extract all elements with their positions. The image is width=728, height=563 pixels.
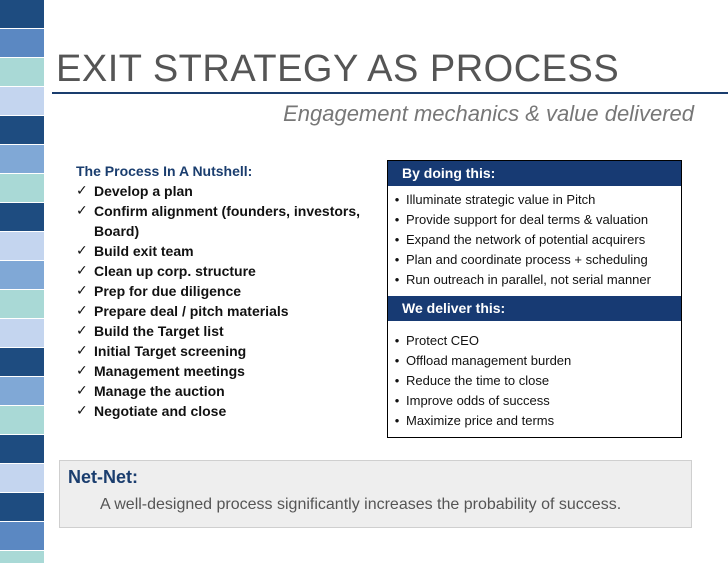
- net-net-box: Net-Net: A well-designed process signifi…: [59, 460, 692, 528]
- decorative-square: [0, 174, 44, 202]
- decorative-square: [0, 203, 44, 231]
- value-box: By doing this: • Illuminate strategic val…: [387, 160, 682, 438]
- doing-item-text: Plan and coordinate process + scheduling: [406, 252, 648, 267]
- decorative-square: [0, 145, 44, 173]
- bullet-dot-icon: •: [394, 333, 400, 348]
- process-step-text: Prepare deal / pitch materials: [94, 303, 289, 319]
- process-step-text: Negotiate and close: [94, 403, 227, 419]
- process-step: ✓ Management meetings: [76, 361, 376, 381]
- process-step-text: Clean up corp. structure: [94, 263, 256, 279]
- process-step-text: Manage the auction: [94, 383, 225, 399]
- check-icon: ✓: [76, 383, 88, 399]
- page-title: EXIT STRATEGY AS PROCESS: [56, 48, 620, 90]
- decorative-square: [0, 232, 44, 260]
- decorative-square-stripe: [0, 0, 44, 563]
- bullet-dot-icon: •: [394, 252, 400, 267]
- deliver-item: • Maximize price and terms: [388, 411, 681, 431]
- bullet-dot-icon: •: [394, 413, 400, 428]
- process-step: ✓ Manage the auction: [76, 381, 376, 401]
- decorative-square: [0, 290, 44, 318]
- process-step: ✓ Prepare deal / pitch materials: [76, 301, 376, 321]
- bullet-dot-icon: •: [394, 192, 400, 207]
- doing-item-text: Run outreach in parallel, not serial man…: [406, 272, 651, 287]
- process-step-text: Build the Target list: [94, 323, 224, 339]
- check-icon: ✓: [76, 403, 88, 419]
- process-step-text: Confirm alignment (founders, investors, …: [94, 203, 361, 239]
- decorative-square: [0, 29, 44, 57]
- bullet-dot-icon: •: [394, 232, 400, 247]
- check-icon: ✓: [76, 263, 88, 279]
- check-icon: ✓: [76, 343, 88, 359]
- decorative-square: [0, 87, 44, 115]
- doing-item-text: Expand the network of potential acquirer…: [406, 232, 646, 247]
- check-icon: ✓: [76, 363, 88, 379]
- process-step-text: Management meetings: [94, 363, 245, 379]
- process-step-text: Build exit team: [94, 243, 194, 259]
- check-icon: ✓: [76, 303, 88, 319]
- check-icon: ✓: [76, 283, 88, 299]
- process-step: ✓ Develop a plan: [76, 181, 376, 201]
- deliver-list: •Protect CEO •Offload management burden …: [388, 321, 681, 437]
- doing-item: • Expand the network of potential acquire…: [388, 230, 681, 250]
- decorative-square: [0, 464, 44, 492]
- deliver-header: We deliver this:: [388, 296, 681, 321]
- deliver-item-text: Protect CEO: [406, 333, 479, 348]
- bullet-dot-icon: •: [394, 393, 400, 408]
- deliver-item: • Reduce the time to close: [388, 371, 681, 391]
- doing-list: • Illuminate strategic value in Pitch • Pr…: [388, 186, 681, 296]
- decorative-square: [0, 493, 44, 521]
- decorative-square: [0, 522, 44, 550]
- bullet-dot-icon: •: [394, 272, 400, 287]
- process-step-text: Develop a plan: [94, 183, 193, 199]
- doing-item: • Plan and coordinate process + schedulin…: [388, 250, 681, 270]
- net-net-text: A well-designed process significantly in…: [100, 496, 622, 513]
- page-subtitle: Engagement mechanics & value delivered: [283, 101, 694, 126]
- deliver-item-text: Improve odds of success: [406, 393, 550, 408]
- process-step-list: ✓ Develop a plan ✓ Confirm alignment (foun…: [76, 181, 376, 421]
- process-step-text: Prep for due diligence: [94, 283, 242, 299]
- process-step-text: Initial Target screening: [94, 343, 247, 359]
- deliver-item: • Improve odds of success: [388, 391, 681, 411]
- decorative-square: [0, 58, 44, 86]
- process-step: ✓ Initial Target screening: [76, 341, 376, 361]
- decorative-square: [0, 435, 44, 463]
- deliver-item-text: Maximize price and terms: [406, 413, 555, 428]
- decorative-square: [0, 348, 44, 376]
- doing-item: • Provide support for deal terms & valuat…: [388, 210, 681, 230]
- doing-item-text: Illuminate strategic value in Pitch: [406, 192, 596, 207]
- doing-item: • Run outreach in parallel, not serial ma…: [388, 270, 681, 290]
- bullet-dot-icon: •: [394, 212, 400, 227]
- bullet-dot-icon: •: [394, 373, 400, 388]
- decorative-square: [0, 377, 44, 405]
- deliver-item: • Offload management burden: [388, 351, 681, 371]
- process-step: ✓ Prep for due diligence: [76, 281, 376, 301]
- check-icon: ✓: [76, 203, 88, 219]
- deliver-item: • Protect CEO: [388, 331, 681, 351]
- doing-item-text: Provide support for deal terms & valuati…: [406, 212, 649, 227]
- process-step: ✓ Build the Target list: [76, 321, 376, 341]
- doing-header: By doing this:: [388, 161, 681, 186]
- doing-item: • Illuminate strategic value in Pitch: [388, 190, 681, 210]
- net-net-label: Net-Net:: [68, 467, 138, 487]
- process-panel: The Process In A Nutshell: ✓ Develop a pl…: [76, 163, 376, 421]
- process-step: ✓ Build exit team: [76, 241, 376, 261]
- deliver-item-text: Offload management burden: [406, 353, 572, 368]
- decorative-square: [0, 116, 44, 144]
- title-divider: [52, 92, 728, 94]
- process-step: ✓ Confirm alignment (founders, investors,…: [76, 201, 376, 241]
- decorative-square: [0, 0, 44, 28]
- check-icon: ✓: [76, 243, 88, 259]
- process-step: ✓ Clean up corp. structure: [76, 261, 376, 281]
- deliver-item-text: Reduce the time to close: [406, 373, 550, 388]
- decorative-square: [0, 551, 44, 563]
- decorative-square: [0, 261, 44, 289]
- decorative-square: [0, 406, 44, 434]
- check-icon: ✓: [76, 183, 88, 199]
- process-step: ✓ Negotiate and close: [76, 401, 376, 421]
- process-heading: The Process In A Nutshell:: [76, 163, 253, 179]
- decorative-square: [0, 319, 44, 347]
- bullet-dot-icon: •: [394, 353, 400, 368]
- check-icon: ✓: [76, 323, 88, 339]
